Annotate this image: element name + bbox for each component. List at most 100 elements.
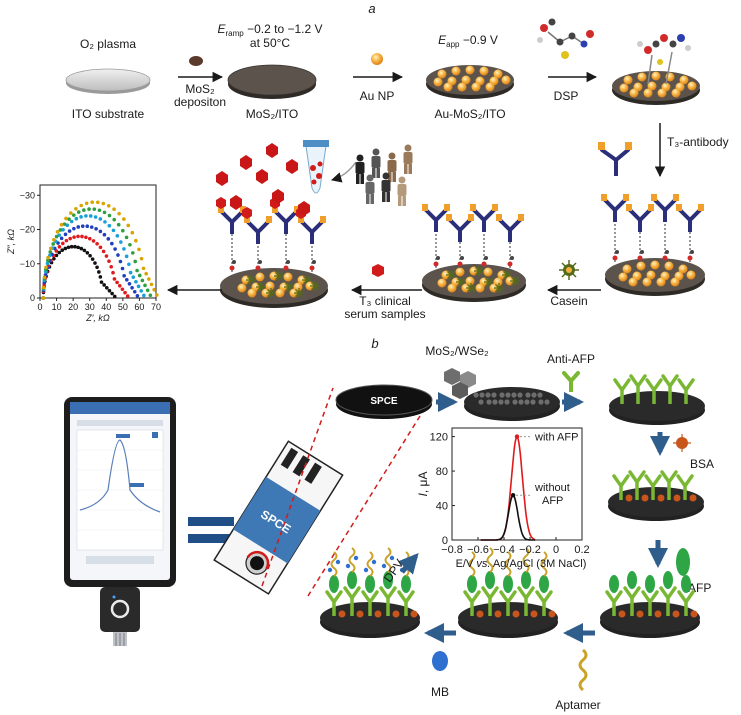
mos2-wse2-flakes-icon xyxy=(444,368,476,399)
nyquist-point xyxy=(67,229,72,233)
au-nanoparticle xyxy=(628,277,638,287)
nyquist-point xyxy=(139,256,144,261)
nyquist-frame xyxy=(39,184,157,299)
nyquist-point xyxy=(82,208,86,212)
flake xyxy=(478,399,484,405)
au-nanoparticle xyxy=(618,272,628,282)
nyquist-point xyxy=(137,273,142,278)
zoom-line-2 xyxy=(307,407,426,597)
aptamer-strand xyxy=(486,547,494,573)
aptamer-strand xyxy=(366,551,374,577)
au-nanoparticle xyxy=(479,66,489,76)
nyquist-point xyxy=(116,222,121,227)
dpv-ytick: 40 xyxy=(436,501,448,513)
flake xyxy=(486,399,492,405)
dpv-xtick: −0.8 xyxy=(441,544,463,556)
nyquist-point xyxy=(90,257,95,261)
nyquist-point xyxy=(90,200,95,205)
arrow-dpv xyxy=(397,552,419,575)
nyquist-xtick: 60 xyxy=(134,302,144,312)
nyquist-point xyxy=(98,217,103,221)
nyquist-point xyxy=(132,289,137,294)
smartphone-device xyxy=(64,397,176,587)
au-nanoparticle xyxy=(622,264,632,274)
spce-strip: SPCE xyxy=(213,440,344,595)
nyquist-point xyxy=(117,211,121,216)
mos2-ito-label: MoS₂/ITO xyxy=(246,107,298,121)
bsa-blocker xyxy=(654,610,662,618)
nyquist-point xyxy=(131,275,136,279)
anti-afp-antibody xyxy=(677,378,695,404)
anti-afp-antibody xyxy=(628,470,649,502)
anti-afp-antibody xyxy=(660,470,681,502)
nyquist-point xyxy=(64,238,69,243)
nyquist-point xyxy=(135,268,139,273)
casein-blocker xyxy=(284,282,294,292)
nyquist-point xyxy=(95,265,99,270)
au-nanoparticle xyxy=(623,75,633,85)
t3-hormone xyxy=(240,155,252,170)
ito-substrate-disk xyxy=(65,68,151,94)
aptamer-strand xyxy=(540,551,548,577)
dpv-frame xyxy=(451,427,583,541)
au-nanoparticle xyxy=(471,82,481,92)
au-nanoparticle xyxy=(629,88,639,98)
au-nanoparticle xyxy=(656,277,666,287)
casein-blocker xyxy=(494,283,504,293)
nyquist-point xyxy=(130,251,135,255)
nyquist-point xyxy=(122,217,126,221)
spce-disk-label: SPCE xyxy=(370,396,398,407)
nyquist-point xyxy=(65,223,70,228)
nyquist-point xyxy=(61,241,65,246)
au-nanoparticle xyxy=(687,81,697,91)
nyquist-point xyxy=(59,236,64,241)
nyquist-point xyxy=(64,216,68,221)
nyquist-point xyxy=(69,211,73,215)
mb-molecule xyxy=(327,567,333,573)
casein-blocker xyxy=(256,282,266,292)
t3-serum-line1: T₃ clinical xyxy=(359,294,411,308)
nyquist-point xyxy=(44,265,48,270)
casein-blocker xyxy=(484,277,494,287)
au-mos2-ito-disk xyxy=(426,65,514,99)
au-nanoparticle xyxy=(437,278,447,288)
au-nanoparticle xyxy=(671,88,681,98)
nyquist-ytick: −10 xyxy=(20,259,35,269)
nyquist-point xyxy=(145,288,150,293)
aptamer-label: Aptamer xyxy=(555,698,600,712)
nyquist-point xyxy=(109,264,113,269)
nyquist-point xyxy=(120,266,125,271)
eramp-temp: at 50°C xyxy=(250,36,290,50)
t3-serum-line2: serum samples xyxy=(344,307,425,321)
eapp-label: Eapp −0.9 V xyxy=(438,33,498,49)
nyquist-series xyxy=(41,234,130,300)
nyquist-point xyxy=(154,293,159,297)
nyquist-point xyxy=(130,230,135,235)
dpv-xtick: −0.2 xyxy=(519,544,541,556)
nyquist-point xyxy=(61,228,65,232)
person-icon xyxy=(355,154,365,184)
nyquist-point xyxy=(136,284,141,289)
bound-t3-antigen xyxy=(242,207,252,219)
au-nanoparticle xyxy=(637,72,647,82)
afp-antigen xyxy=(383,571,393,589)
casein-icon xyxy=(559,260,579,280)
zoom-line-1 xyxy=(261,387,334,587)
au-nanoparticle xyxy=(447,283,457,293)
nyquist-point xyxy=(88,214,93,218)
nyquist-point xyxy=(137,247,141,252)
flake xyxy=(504,399,510,405)
person-icon xyxy=(387,152,397,182)
t3-hormone xyxy=(272,189,284,204)
nyquist-point xyxy=(116,253,120,257)
dpv-xtick: −0.4 xyxy=(493,544,515,556)
t3-antibody xyxy=(626,204,654,262)
au-nanoparticle xyxy=(465,276,475,286)
without-afp-annotation-1: without xyxy=(534,482,570,494)
nyquist-point xyxy=(127,281,132,286)
au-nanoparticle xyxy=(275,288,285,298)
nyquist-point xyxy=(115,280,119,285)
nyquist-series xyxy=(41,200,159,300)
au-nanoparticle xyxy=(255,272,265,282)
